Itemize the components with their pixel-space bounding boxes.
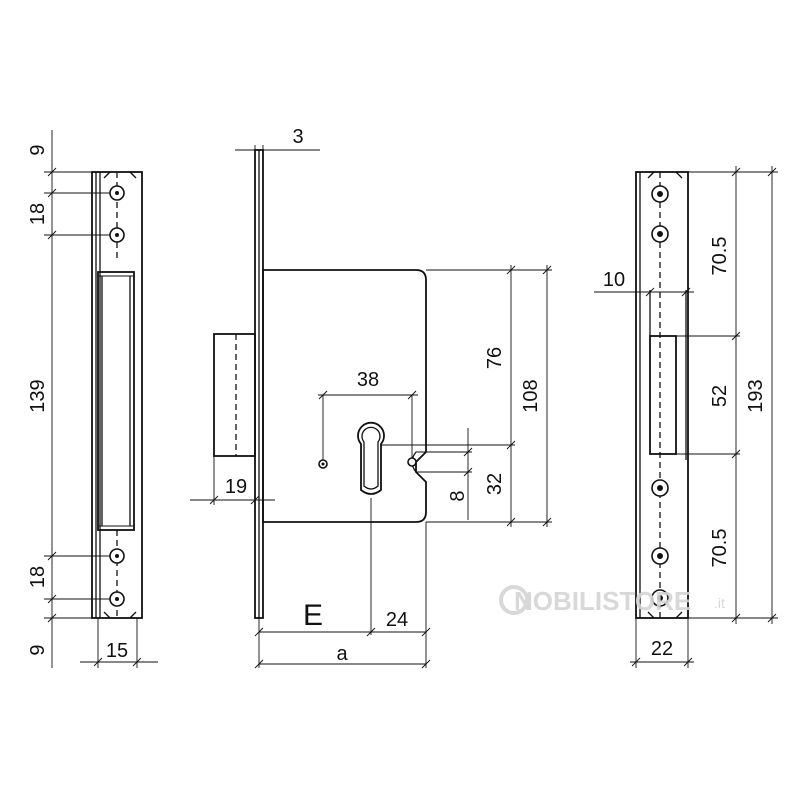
dim-top-gap: 9 [27, 144, 49, 155]
watermark-logo-icon [499, 585, 529, 615]
dim-height-total: 108 [520, 379, 542, 412]
watermark-brand: NOBILISTORE [514, 586, 691, 616]
bolt-block [213, 333, 256, 457]
dim-bottom: 70.5 [709, 529, 731, 568]
left-slot [97, 271, 135, 531]
dim-e-label: E [303, 599, 323, 632]
dim-bottom-gap: 9 [27, 644, 49, 655]
dim-total: 193 [745, 379, 767, 412]
left-view: 9 18 139 18 9 15 [27, 130, 158, 668]
right-slot [649, 335, 677, 455]
cylinder-cutout [357, 421, 385, 495]
lock-body [262, 269, 427, 523]
dim-middle: 52 [709, 385, 731, 407]
dim-backset-bar: 19 [225, 476, 247, 498]
dim-height-upper: 76 [484, 347, 506, 369]
dim-cyl-lower: 32 [484, 473, 506, 495]
dim-body: 139 [27, 379, 49, 412]
dim-slot: 8 [447, 490, 469, 501]
right-plate-outline [635, 171, 689, 619]
dim-offset: 24 [386, 609, 408, 631]
dim-width-right: 22 [651, 638, 673, 660]
dim-cylinder-width: 38 [357, 369, 379, 391]
dim-upper-hole: 18 [27, 203, 49, 225]
watermark-suffix: .it [714, 595, 725, 611]
watermark: NOBILISTORE .it [499, 585, 725, 616]
dim-a-label: a [336, 643, 348, 665]
dim-width: 15 [106, 640, 128, 662]
dim-top: 70.5 [709, 237, 731, 276]
dim-lower-hole: 18 [27, 566, 49, 588]
right-view: 10 70.5 52 70.5 193 22 [594, 166, 778, 668]
center-view: 3 38 76 108 32 8 19 [190, 126, 552, 669]
dim-slot-width: 10 [603, 269, 625, 291]
dim-plate: 3 [292, 126, 303, 148]
